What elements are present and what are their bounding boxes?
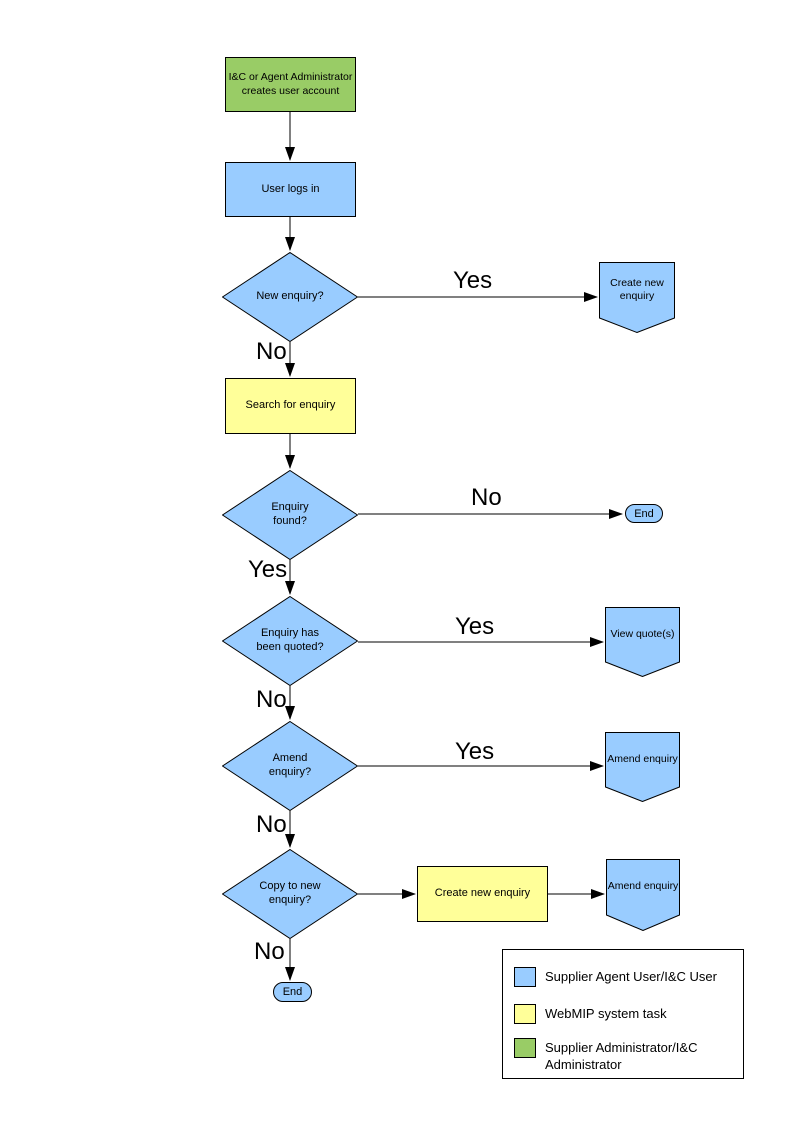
decision-label: Amend enquiry? [268, 752, 312, 778]
terminator-label: End [634, 507, 654, 520]
legend-label: Supplier Agent User/I&C User [545, 969, 717, 984]
process-create-new-enquiry: Create new enquiry [417, 866, 548, 922]
edge-label-yes-new-enquiry: Yes [453, 267, 493, 294]
decision-label: New enquiry? [256, 290, 324, 303]
legend-item-system: WebMIP system task [514, 1004, 745, 1024]
offpage-label: Amend enquiry [607, 752, 678, 765]
decision-copy-to-new-enquiry: Copy to new enquiry? [222, 849, 358, 939]
process-label: Search for enquiry [245, 399, 336, 412]
legend-swatch-admin [514, 1038, 536, 1058]
process-label: Create new enquiry [434, 887, 531, 900]
process-create-user-account: I&C or Agent Administrator creates user … [225, 57, 356, 112]
process-label: User logs in [261, 182, 320, 195]
edge-label-no-enquiry-found: No [471, 484, 502, 511]
terminator-end-final: End [273, 982, 312, 1002]
legend-swatch-user [514, 967, 536, 987]
decision-label: Copy to new enquiry? [259, 880, 321, 906]
legend: Supplier Agent User/I&C User WebMIP syst… [502, 949, 744, 1079]
terminator-label: End [282, 986, 303, 998]
decision-enquiry-quoted: Enquiry has been quoted? [222, 596, 358, 686]
edge-label-yes-enquiry-quoted: Yes [455, 613, 495, 640]
edge-label-yes-amend-enquiry: Yes [455, 738, 495, 765]
edge-label-no-new-enquiry: No [256, 338, 287, 365]
legend-swatch-system [514, 1004, 536, 1024]
edge-label-no-amend-enquiry: No [256, 811, 287, 838]
legend-item-user: Supplier Agent User/I&C User [514, 967, 745, 987]
edge-label-no-enquiry-quoted: No [256, 686, 287, 713]
offpage-create-new-enquiry: Create new enquiry [599, 262, 675, 333]
legend-label: WebMIP system task [545, 1006, 667, 1021]
process-label: I&C or Agent Administrator creates user … [228, 71, 353, 97]
edge-label-yes-enquiry-found: Yes [248, 556, 288, 583]
decision-label: Enquiry found? [271, 501, 309, 527]
decision-label: Enquiry has been quoted? [256, 627, 324, 653]
process-search-for-enquiry: Search for enquiry [225, 378, 356, 434]
offpage-amend-enquiry: Amend enquiry [605, 732, 680, 802]
legend-item-admin: Supplier Administrator/I&C Administrator [514, 1038, 745, 1074]
offpage-amend-enquiry-final: Amend enquiry [606, 859, 680, 931]
offpage-label: Amend enquiry [607, 880, 679, 893]
decision-amend-enquiry: Amend enquiry? [222, 721, 358, 811]
legend-label: Supplier Administrator/I&C Administrator [545, 1040, 698, 1072]
decision-new-enquiry: New enquiry? [222, 252, 358, 342]
decision-enquiry-found: Enquiry found? [222, 470, 358, 560]
edge-label-no-copy-to-new: No [254, 938, 285, 965]
terminator-end-search: End [625, 504, 663, 523]
offpage-label: View quote(s) [610, 627, 675, 640]
offpage-label: Create new enquiry [610, 276, 664, 302]
process-user-logs-in: User logs in [225, 162, 356, 217]
offpage-view-quotes: View quote(s) [605, 607, 680, 677]
